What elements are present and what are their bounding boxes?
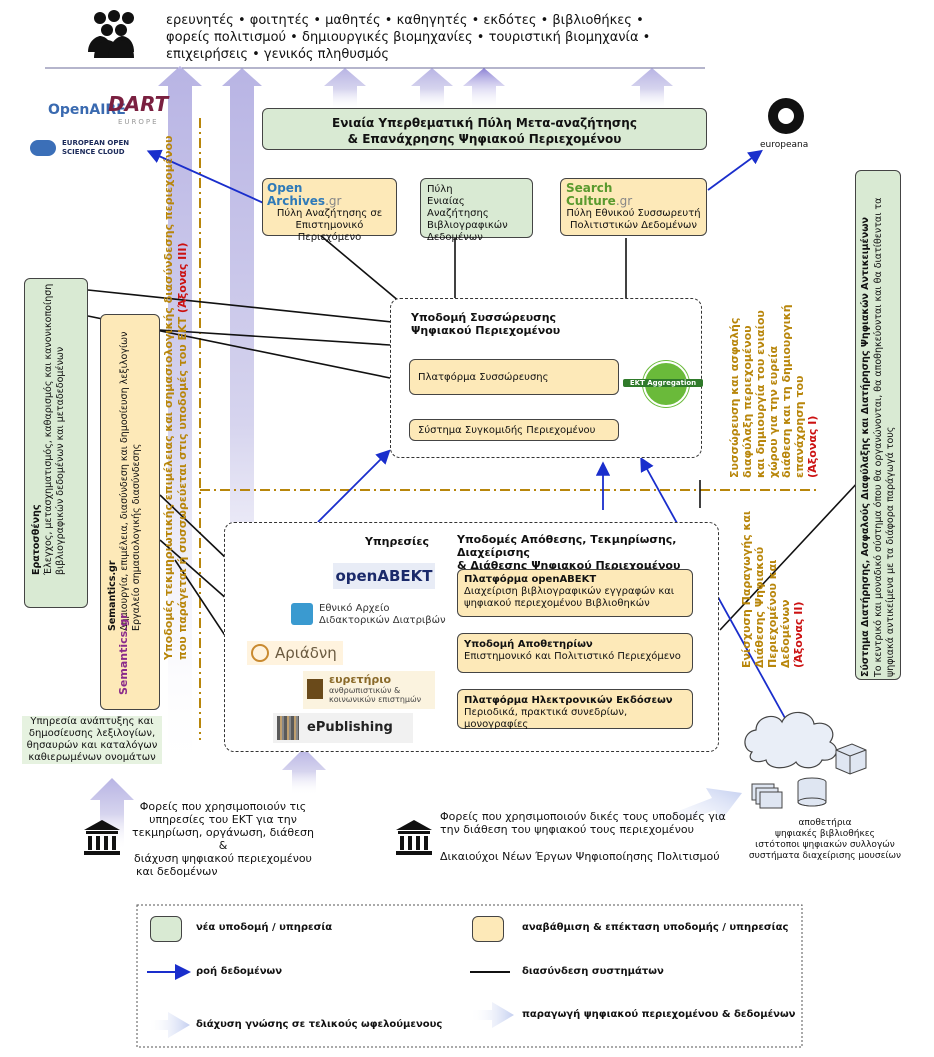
vocabulary-service-text: Υπηρεσία ανάπτυξης και δημοσίευσης λεξιλ… <box>22 716 162 764</box>
openarchives-box: Open Archives.gr Πύλη Αναζήτησης σε Επισ… <box>262 178 397 243</box>
people-icon <box>88 10 134 58</box>
axis-3-text: Υποδομές τεκμηριωτικής επιμέλειας και ση… <box>162 135 189 660</box>
legend-interconnect-label: διασύνδεση συστημάτων <box>522 966 664 977</box>
bibliographic-portal: Πύλη Ενιαίας Αναζήτησης Βιβλιογραφικών Δ… <box>420 178 533 243</box>
eratosthenis-box: Ερατοσθένης Έλεγχος, μετασχηματισμός, κα… <box>24 278 88 608</box>
legend-new-label: νέα υποδομή / υπηρεσία <box>196 922 333 933</box>
repositories-infra: Υποδομή Αποθετηρίων Επιστημονικό και Πολ… <box>457 633 693 673</box>
semantics-box: Semantics.gr Δημιουργία, επιμέλεια, διασ… <box>100 314 160 710</box>
orgs-own-infra: Φορείς που χρησιμοποιούν δικές τους υποδ… <box>440 810 726 863</box>
audience-line-1: ερευνητές • φοιτητές • μαθητές • καθηγητ… <box>166 13 644 28</box>
axis-3-label: (Άξονας ΙΙΙ) <box>176 242 189 314</box>
legend-new-swatch <box>150 916 182 942</box>
interconnect-lines <box>87 234 861 641</box>
harvest-system: Σύστημα Συγκομιδής Περιεχομένου <box>409 419 619 441</box>
openaire-logo: OpenAIRE <box>48 102 126 118</box>
eosc-logo: EUROPEAN OPEN SCIENCE CLOUD <box>62 139 130 156</box>
dart-logo: DART <box>108 92 169 116</box>
legend-upgrade-swatch <box>472 916 504 942</box>
aggregation-badge: EKT Aggregation <box>623 379 703 387</box>
openarchives-logo: Open Archives.gr <box>267 181 342 208</box>
aggregation-infrastructure: Υποδομή Συσσώρευσης Ψηφιακού Περιεχομένο… <box>390 298 703 458</box>
aggregation-title: Υποδομή Συσσώρευσης Ψηφιακού Περιεχομένο… <box>411 311 561 337</box>
preservation-system: Σύστημα Διατήρησης, Ασφαλούς Διαφύλαξης … <box>855 170 901 680</box>
audience-line-2: φορείς πολιτισμού • δημιουργικές βιομηχα… <box>166 30 651 45</box>
axis-1-label: (Άξονας Ι) <box>806 415 819 478</box>
repository-icons <box>751 743 867 809</box>
didaktorika-logo: Εθνικό Αρχείο Διδακτορικών Διατριβών <box>319 603 446 626</box>
legend-production-label: παραγωγή ψηφιακού περιεχομένου & δεδομέν… <box>522 1009 796 1020</box>
euretirio-icon <box>307 679 323 699</box>
institution-icon-1 <box>84 820 120 855</box>
aggregation-platform: Πλατφόρμα Συσσώρευσης <box>409 359 619 395</box>
eosc-cloud-icon <box>30 140 56 156</box>
services-title: Υπηρεσίες <box>365 535 429 548</box>
infra-title: Υποδομές Απόθεσης, Τεκμηρίωσης, Διαχείρι… <box>457 533 681 572</box>
openabekt-logo: openABEKT <box>333 563 435 589</box>
openabekt-platform: Πλατφόρμα openABEKT Διαχείριση βιβλιογρα… <box>457 569 693 617</box>
euretirio-logo: ευρετήριο ανθρωπιστικών & κοινωνικών επι… <box>303 671 435 709</box>
didaktorika-icon <box>291 603 313 625</box>
epublishing-icon <box>277 716 299 740</box>
repositories-list: αποθετήρια ψηφιακές βιβλιοθήκες ιστότοπο… <box>748 818 902 861</box>
legend-upgrade-label: αναβάθμιση & επέκταση υποδομής / υπηρεσί… <box>522 922 789 933</box>
axis-1-text: Συσσώρευση και ασφαλής διαφύλαξη περιεχο… <box>728 304 819 478</box>
searchculture-logo: Search Culture.gr <box>566 181 633 208</box>
metasearch-portal: Ενιαία Υπερθεματική Πύλη Μετα-αναζήτησης… <box>262 108 707 150</box>
semantics-logo: Semantics.gr <box>117 613 130 695</box>
ariadni-icon <box>251 644 269 662</box>
epublishing-logo: ePublishing <box>273 713 413 743</box>
searchculture-box: Search Culture.gr Πύλη Εθνικού Συσσωρευτ… <box>560 178 707 236</box>
axis-2-label: (Άξονας ΙΙ) <box>792 601 805 668</box>
institution-icon-2 <box>396 820 432 855</box>
legend-diffusion-label: διάχυση γνώσης σε τελικούς ωφελούμενους <box>196 1019 443 1030</box>
legend-data-flow-label: ροή δεδομένων <box>196 966 283 977</box>
ariadni-logo: Αριάδνη <box>247 641 343 665</box>
services-infra-container: Υπηρεσίες openABEKT Εθνικό Αρχείο Διδακτ… <box>224 522 719 752</box>
audience-list: ερευνητές • φοιτητές • μαθητές • καθηγητ… <box>166 12 686 63</box>
audience-line-3: επιχειρήσεις • γενικός πληθυσμός <box>166 47 389 62</box>
orgs-using-ekt-services: Φορείς που χρησιμοποιούν τις υπηρεσίες τ… <box>132 800 314 878</box>
europeana-label: europeana <box>760 140 809 150</box>
epublishing-platform: Πλατφόρμα Ηλεκτρονικών Εκδόσεων Περιοδικ… <box>457 689 693 730</box>
axis-2-text: Ενίσχυση Παραγωγής και Διάθεσης Ψηφιακού… <box>740 510 805 668</box>
dart-logo-sub: EUROPE <box>118 118 159 126</box>
